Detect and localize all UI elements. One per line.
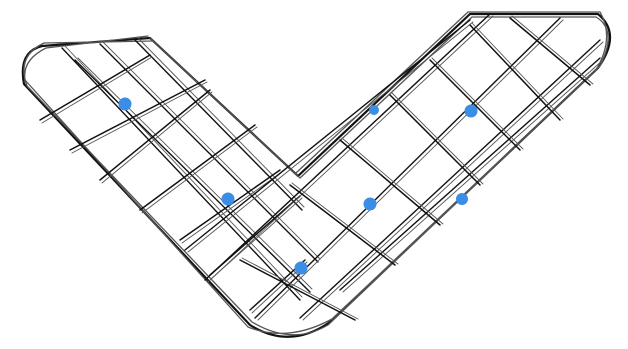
grid-line-right-cross — [290, 185, 395, 265]
grid-line-left-cross — [100, 90, 210, 180]
grid-node-dot — [119, 98, 132, 111]
grid-node-dot — [465, 105, 478, 118]
grid-lines — [40, 14, 603, 320]
grid-line-right-cross — [472, 23, 563, 119]
grid-line-left-long — [135, 40, 302, 210]
grid-line-right-cross — [342, 138, 443, 224]
grid-line-left-cross — [42, 57, 152, 123]
grid-node-dot — [364, 198, 377, 211]
outline-stroke — [25, 12, 607, 333]
grid-line-left-cross — [142, 127, 257, 213]
grid-node-dot — [369, 105, 379, 115]
grid-node-dot — [295, 262, 308, 275]
grid-line-right-long — [300, 40, 600, 318]
grid-line-right-cross — [430, 60, 520, 150]
grid-line-left-long — [138, 38, 304, 207]
grid-line-left-cross — [182, 172, 282, 243]
grid-line-left-cross — [40, 55, 150, 120]
grid-node-dot — [456, 193, 468, 205]
grid-line-right-cross — [340, 140, 440, 225]
grid-node-dot — [222, 193, 235, 206]
grid-line-right-cross — [470, 25, 560, 120]
